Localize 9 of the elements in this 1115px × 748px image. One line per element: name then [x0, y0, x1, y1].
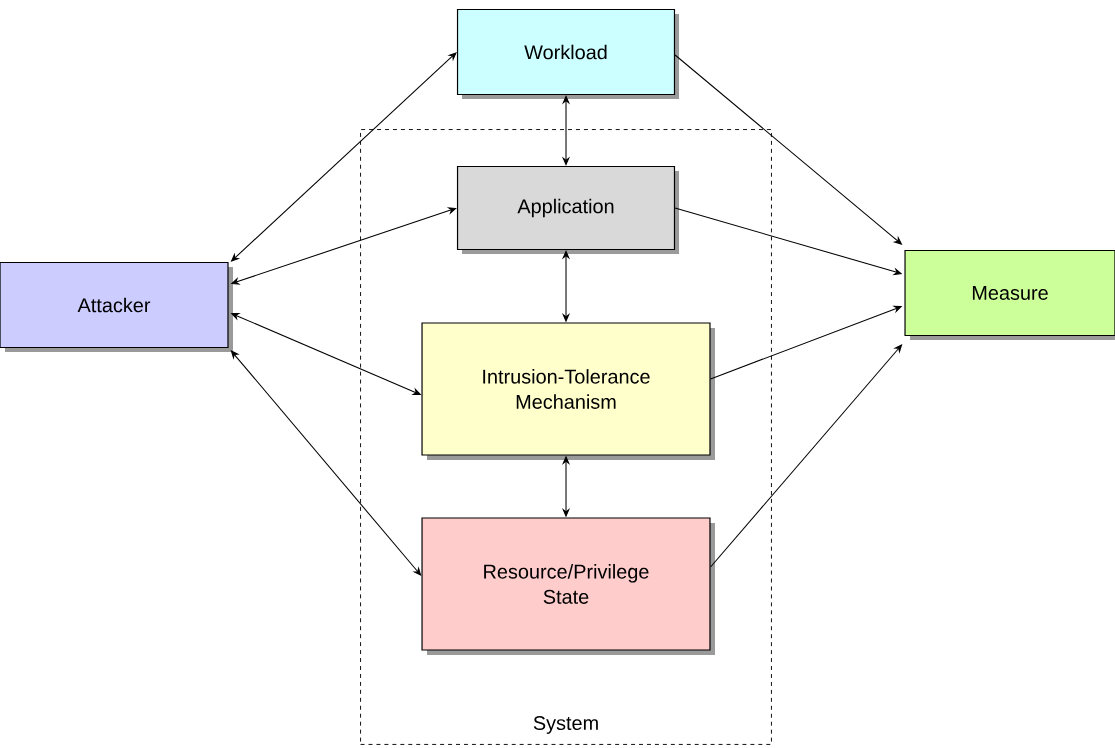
- process-box: Resource/Privilege State: [421, 517, 715, 655]
- process-box: Workload: [456, 8, 679, 99]
- process-box: Intrusion-Tolerance Mechanism: [421, 322, 715, 460]
- measure-box: Measure: [904, 249, 1115, 340]
- process-box: Application: [456, 165, 679, 254]
- arrow: [710, 344, 903, 568]
- arrow: [230, 350, 422, 576]
- arrow: [561, 95, 571, 166]
- attacker-box: Attacker: [0, 261, 233, 352]
